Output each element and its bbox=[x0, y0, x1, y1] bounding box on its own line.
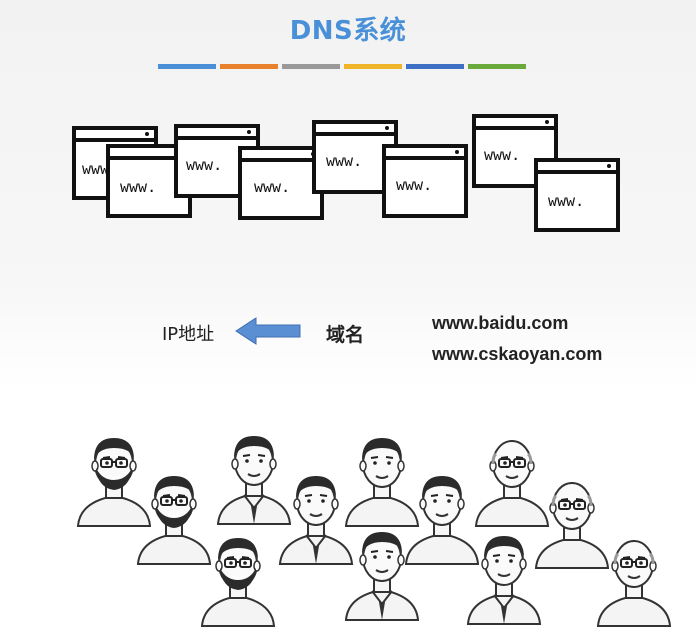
color-bar-green bbox=[468, 64, 526, 69]
left-arrow-icon bbox=[235, 317, 301, 345]
user-avatar-icon bbox=[596, 540, 672, 627]
window-text: www. bbox=[186, 156, 222, 174]
user-avatar-icon bbox=[534, 482, 610, 569]
page-title: DNS系统 bbox=[289, 16, 407, 46]
color-bar-yellow bbox=[344, 64, 402, 69]
color-bar-gray bbox=[282, 64, 340, 69]
domain-example-2: www.cskaoyan.com bbox=[432, 344, 603, 364]
color-bar-orange bbox=[220, 64, 278, 69]
user-avatar-icon bbox=[466, 536, 542, 625]
browser-window-icon: www. bbox=[238, 146, 324, 220]
user-avatar-icon bbox=[474, 440, 550, 527]
domain-name-label: 域名 bbox=[326, 324, 365, 346]
user-avatar-icon bbox=[278, 476, 354, 565]
user-avatar-icon bbox=[344, 532, 420, 621]
ip-address-label: IP地址 bbox=[162, 324, 215, 345]
window-text: www. bbox=[396, 176, 432, 194]
color-bar-dark-blue bbox=[406, 64, 464, 69]
user-avatar-icon bbox=[404, 476, 480, 565]
browser-window-icon: www. bbox=[382, 144, 468, 218]
user-avatar-icon bbox=[76, 438, 152, 527]
window-text: www. bbox=[120, 178, 156, 196]
color-bar-blue bbox=[158, 64, 216, 69]
user-avatar-icon bbox=[216, 436, 292, 525]
domain-example-1: www.baidu.com bbox=[432, 313, 569, 333]
window-text: www. bbox=[484, 146, 520, 164]
user-avatar-icon bbox=[136, 476, 212, 565]
window-text: www. bbox=[254, 178, 290, 196]
window-text: www. bbox=[326, 152, 362, 170]
browser-window-icon: www. bbox=[534, 158, 620, 232]
user-avatar-icon bbox=[200, 538, 276, 627]
window-text: www. bbox=[548, 192, 584, 210]
user-avatar-icon bbox=[344, 438, 420, 527]
